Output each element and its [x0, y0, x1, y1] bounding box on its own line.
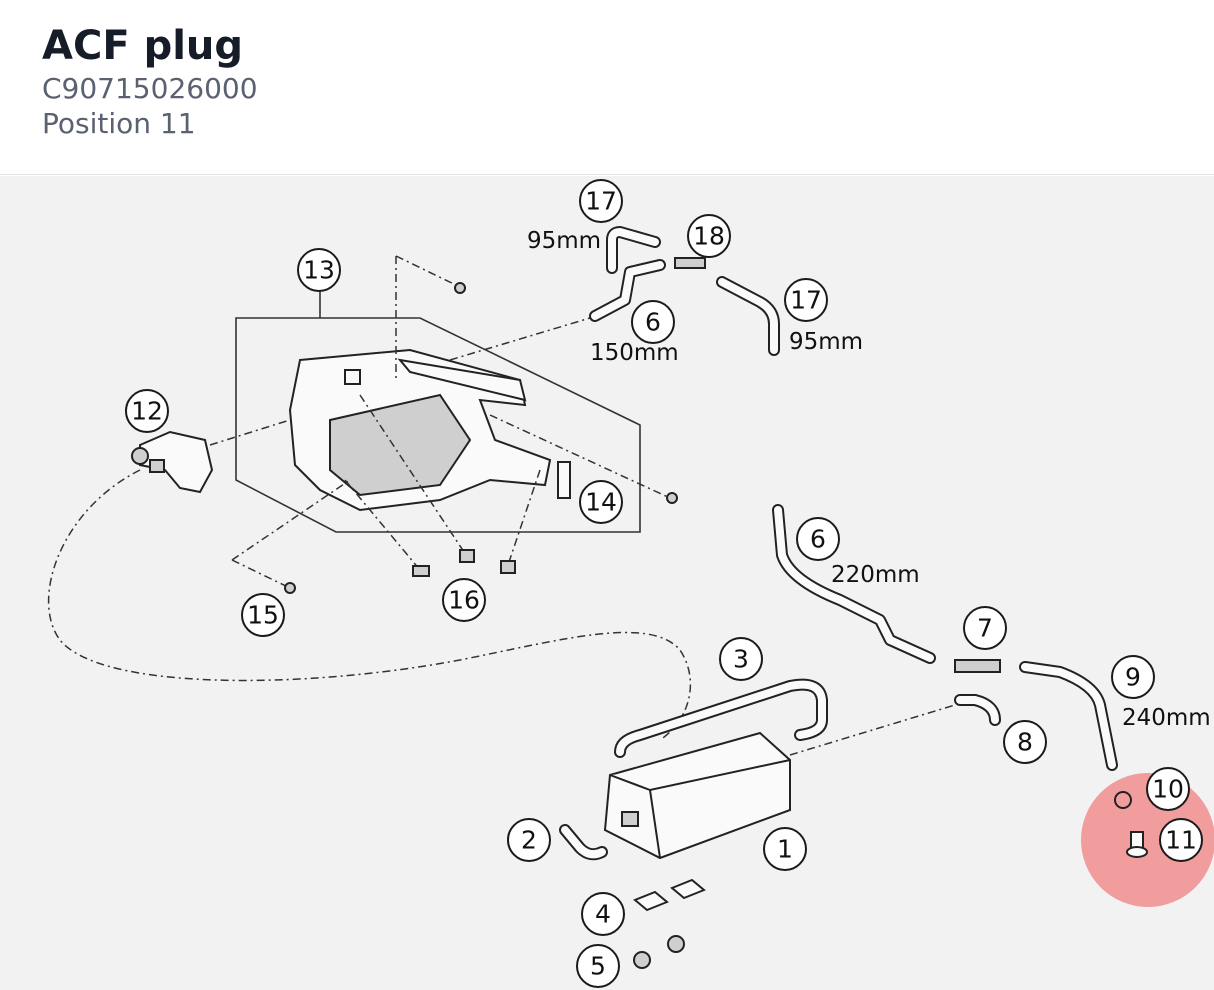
callout-8[interactable]: 8: [1003, 720, 1047, 764]
part-position: Position 11: [42, 107, 196, 140]
svg-text:11: 11: [1165, 826, 1197, 855]
callout-17-top[interactable]: 17: [579, 179, 623, 223]
svg-text:18: 18: [693, 222, 725, 251]
callout-16[interactable]: 16: [442, 578, 486, 622]
callout-3[interactable]: 3: [719, 637, 763, 681]
dimension-label-6-top: 150mm: [590, 340, 679, 366]
exploded-parts-diagram: 1 2 3 4 5 6 6 7 8 9 10 11 12 13 14 15 16…: [0, 176, 1214, 990]
svg-text:14: 14: [585, 488, 617, 517]
callout-14[interactable]: 14: [579, 480, 623, 524]
svg-text:5: 5: [590, 952, 606, 981]
callout-7[interactable]: 7: [963, 606, 1007, 650]
svg-text:2: 2: [521, 826, 537, 855]
dimension-label-17-top: 95mm: [527, 228, 601, 254]
fitting-7: [954, 659, 1001, 673]
clips-4: [633, 878, 706, 912]
callout-18[interactable]: 18: [687, 214, 731, 258]
svg-text:7: 7: [977, 614, 993, 643]
purge-valve: [131, 430, 214, 494]
svg-text:8: 8: [1017, 728, 1033, 757]
callout-5[interactable]: 5: [576, 944, 620, 988]
hose-17-top: [606, 226, 661, 274]
hose-6-top: [589, 259, 666, 322]
callout-1[interactable]: 1: [763, 827, 807, 871]
svg-text:13: 13: [303, 256, 335, 285]
svg-text:10: 10: [1152, 775, 1184, 804]
svg-text:4: 4: [595, 900, 611, 929]
svg-text:16: 16: [448, 586, 480, 615]
callout-4[interactable]: 4: [581, 892, 625, 936]
callout-10[interactable]: 10: [1146, 767, 1190, 811]
callout-9[interactable]: 9: [1111, 655, 1155, 699]
elbow-2: [559, 824, 608, 861]
svg-text:17: 17: [585, 187, 617, 216]
svg-text:15: 15: [247, 601, 279, 630]
canister-assembly: [603, 678, 828, 860]
hose-9: [1019, 661, 1118, 771]
callout-6-top[interactable]: 6: [631, 300, 675, 344]
svg-text:6: 6: [645, 308, 661, 337]
grommets-5: [633, 935, 685, 969]
hose-clip-10: [1114, 791, 1132, 809]
svg-text:17: 17: [790, 286, 822, 315]
hose-17-right: [716, 276, 780, 356]
svg-text:6: 6: [810, 525, 826, 554]
header: ACF plug C90715026000 Position 11: [0, 0, 1214, 175]
callout-6-right[interactable]: 6: [796, 517, 840, 561]
bracket-assembly: [235, 290, 641, 533]
svg-text:3: 3: [733, 645, 749, 674]
callout-13[interactable]: 13: [297, 248, 341, 292]
screws-and-clips: [284, 282, 678, 594]
svg-text:1: 1: [777, 835, 793, 864]
acf-plug-11[interactable]: [1126, 831, 1148, 858]
assembly-leaders: [47, 255, 956, 756]
callout-11[interactable]: 11: [1159, 818, 1203, 862]
callout-12[interactable]: 12: [125, 389, 169, 433]
dimension-label-17-right: 95mm: [789, 329, 863, 355]
dimension-label-9: 240mm: [1122, 705, 1211, 731]
elbow-8: [954, 694, 1001, 726]
callout-15[interactable]: 15: [241, 593, 285, 637]
callout-2[interactable]: 2: [507, 818, 551, 862]
hose-6-right: [772, 504, 936, 664]
part-number: C90715026000: [42, 72, 258, 105]
page-title: ACF plug: [42, 23, 244, 69]
fitting-18: [674, 257, 706, 269]
diagram-canvas: 1 2 3 4 5 6 6 7 8 9 10 11 12 13 14 15 16…: [47, 179, 1214, 988]
svg-text:12: 12: [131, 397, 163, 426]
dimension-label-6-right: 220mm: [831, 562, 920, 588]
callout-17-right[interactable]: 17: [784, 278, 828, 322]
svg-text:9: 9: [1125, 663, 1141, 692]
